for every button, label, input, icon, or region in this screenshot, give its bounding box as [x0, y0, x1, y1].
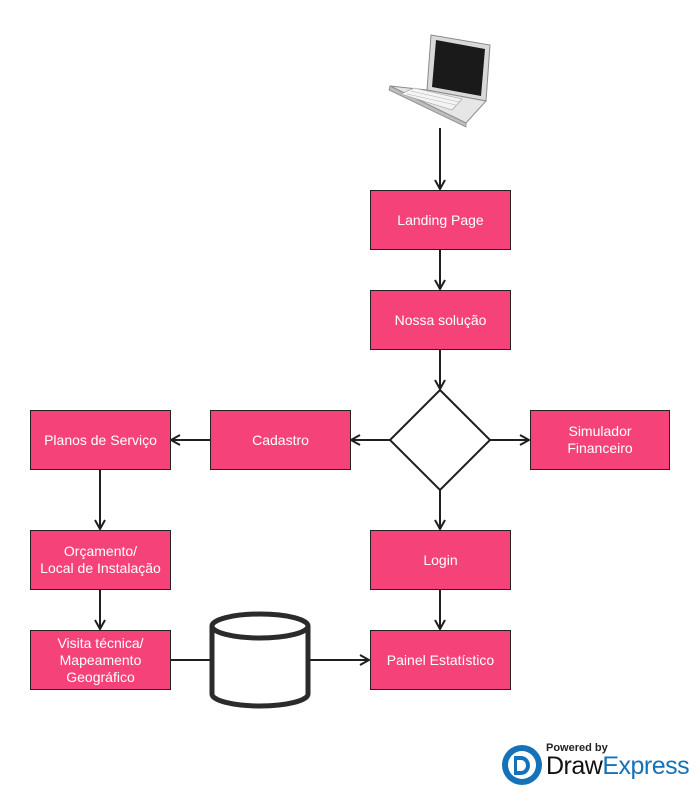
brand-draw-text: Draw [546, 752, 603, 780]
brand-express-text: Express [602, 752, 690, 780]
node-nossa-solucao: Nossa solução [370, 290, 511, 350]
node-login: Login [370, 530, 511, 590]
node-planos-de-servico: Planos de Serviço [30, 410, 171, 470]
node-landing-page: Landing Page [370, 190, 511, 250]
drawexpress-brand: DrawExpress [546, 752, 690, 781]
node-simulador-financeiro: Simulador Financeiro [530, 410, 670, 470]
drawexpress-logo-icon [502, 745, 542, 785]
node-painel-estatistico: Painel Estatístico [370, 630, 511, 690]
database-icon [209, 611, 311, 709]
connectors [100, 128, 529, 660]
node-visita-tecnica: Visita técnica/ Mapeamento Geográfico [30, 630, 171, 690]
decision-diamond [388, 388, 492, 492]
node-orcamento: Orçamento/ Local de Instalação [30, 530, 171, 590]
laptop-icon [388, 34, 491, 128]
node-cadastro: Cadastro [210, 410, 351, 470]
powered-by-label: Powered by [546, 742, 608, 754]
